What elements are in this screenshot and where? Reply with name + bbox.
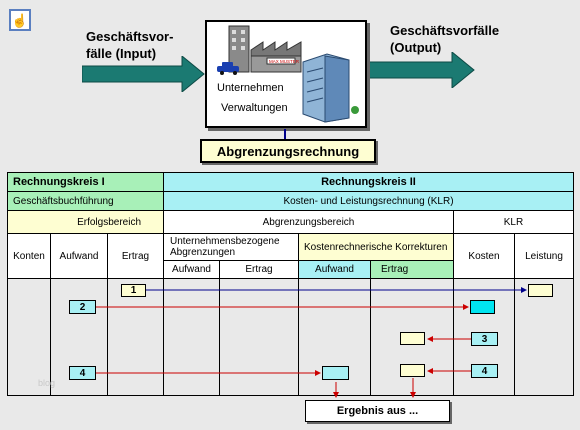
firm-label-1: Unternehmen	[217, 82, 284, 94]
ergebnis-box: Ergebnis aus ...	[305, 400, 450, 422]
factory-sign: MAX MUSTER	[269, 59, 300, 64]
column-divider	[298, 278, 299, 396]
step-box-3: 3	[471, 332, 498, 346]
column-divider	[514, 278, 515, 396]
ertrag-korrektur-box-2	[400, 364, 425, 377]
watermark-text: blog	[38, 378, 56, 388]
kosten-target-box	[470, 300, 495, 314]
output-arrow	[368, 52, 475, 88]
buildings-icon: MAX MUSTER	[217, 25, 359, 123]
input-label: Geschäftsvor- fälle (Input)	[86, 29, 174, 61]
ertrag-korrektur-box-1	[400, 332, 425, 345]
erfolgsbereich-header: Erfolgsbereich	[7, 210, 164, 234]
leistung-header: Leistung	[514, 233, 574, 279]
unternehmensbezogene-header: Unternehmensbezogene Abgrenzungen	[163, 233, 299, 261]
output-label: Geschäftsvorfälle (Output)	[390, 23, 500, 55]
column-divider	[453, 278, 454, 396]
company-illustration: MAX MUSTER Unternehmen Verwaltungen	[205, 20, 367, 128]
aufwand-korrektur-box	[322, 366, 349, 380]
abgrenzungsrechnung-title: Abgrenzungsrechnung	[200, 139, 376, 163]
column-divider	[370, 278, 371, 396]
column-divider	[107, 278, 108, 396]
column-divider	[50, 278, 51, 396]
step-box-4-right: 4	[471, 364, 498, 378]
hand-icon: ☝	[11, 12, 29, 28]
column-divider	[163, 278, 164, 396]
rechnungskreis-1-header: Rechnungskreis I	[7, 172, 164, 192]
step-box-1: 1	[121, 284, 146, 297]
input-arrow	[82, 56, 205, 92]
step-box-2: 2	[69, 300, 96, 314]
step-box-4-left: 4	[69, 366, 96, 380]
kosten-header: Kosten	[453, 233, 515, 279]
column-divider	[219, 278, 220, 396]
firm-label-2: Verwaltungen	[221, 102, 288, 114]
connector-line	[284, 129, 286, 139]
hand-cursor-button[interactable]: ☝	[9, 9, 31, 31]
leistung-target-box	[528, 284, 553, 297]
